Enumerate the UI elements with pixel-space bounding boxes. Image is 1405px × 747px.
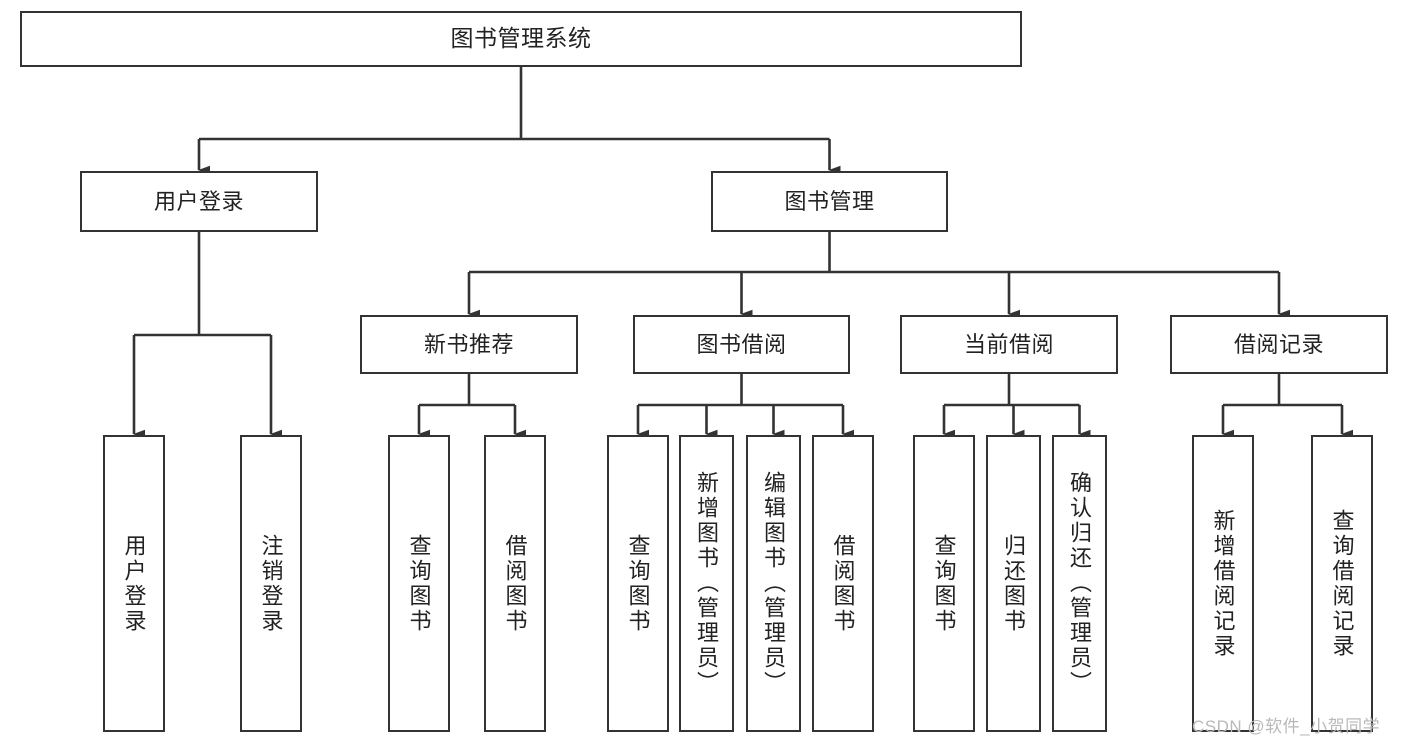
leaf-query-book-3-label: 查询图书 xyxy=(931,533,957,634)
leaf-add-book[interactable]: 新增图书（管理员） xyxy=(679,435,734,732)
leaf-query-borrow-record-label: 查询借阅记录 xyxy=(1329,508,1355,659)
leaf-user-login[interactable]: 用户登录 xyxy=(103,435,165,732)
leaf-query-borrow-record[interactable]: 查询借阅记录 xyxy=(1311,435,1373,732)
leaf-edit-book[interactable]: 编辑图书（管理员） xyxy=(746,435,801,732)
leaf-borrow-book-1[interactable]: 借阅图书 xyxy=(484,435,546,732)
node-current-borrow[interactable]: 当前借阅 xyxy=(900,315,1118,374)
node-book-borrow-label: 图书借阅 xyxy=(696,331,787,357)
node-book-manage[interactable]: 图书管理 xyxy=(711,171,948,232)
leaf-confirm-return-label: 确认归还（管理员） xyxy=(1067,471,1093,696)
node-borrow-record-label: 借阅记录 xyxy=(1233,331,1324,357)
node-book-manage-label: 图书管理 xyxy=(784,188,875,214)
leaf-add-book-label: 新增图书（管理员） xyxy=(694,471,720,696)
node-new-book-recommend-label: 新书推荐 xyxy=(423,331,514,357)
node-new-book-recommend[interactable]: 新书推荐 xyxy=(360,315,578,374)
leaf-logout-label: 注销登录 xyxy=(258,533,284,634)
leaf-add-borrow-record[interactable]: 新增借阅记录 xyxy=(1192,435,1254,732)
leaf-return-book[interactable]: 归还图书 xyxy=(986,435,1041,732)
leaf-query-book-1[interactable]: 查询图书 xyxy=(388,435,450,732)
leaf-borrow-book-2-label: 借阅图书 xyxy=(830,533,856,634)
leaf-borrow-book-2[interactable]: 借阅图书 xyxy=(812,435,874,732)
leaf-logout[interactable]: 注销登录 xyxy=(240,435,302,732)
node-user-login[interactable]: 用户登录 xyxy=(80,171,318,232)
leaf-query-book-2-label: 查询图书 xyxy=(625,533,651,634)
node-current-borrow-label: 当前借阅 xyxy=(963,331,1054,357)
leaf-add-borrow-record-label: 新增借阅记录 xyxy=(1210,508,1236,659)
leaf-return-book-label: 归还图书 xyxy=(1001,533,1027,634)
node-user-login-label: 用户登录 xyxy=(153,188,244,214)
node-borrow-record[interactable]: 借阅记录 xyxy=(1170,315,1388,374)
leaf-query-book-1-label: 查询图书 xyxy=(406,533,432,634)
leaf-query-book-2[interactable]: 查询图书 xyxy=(607,435,669,732)
leaf-user-login-label: 用户登录 xyxy=(121,533,147,634)
leaf-edit-book-label: 编辑图书（管理员） xyxy=(761,471,787,696)
node-root-label: 图书管理系统 xyxy=(450,25,592,52)
node-root[interactable]: 图书管理系统 xyxy=(20,11,1022,67)
leaf-borrow-book-1-label: 借阅图书 xyxy=(502,533,528,634)
leaf-query-book-3[interactable]: 查询图书 xyxy=(913,435,975,732)
leaf-confirm-return[interactable]: 确认归还（管理员） xyxy=(1052,435,1107,732)
node-book-borrow[interactable]: 图书借阅 xyxy=(633,315,850,374)
csdn-watermark: CSDN @软件_小贺同学 xyxy=(1192,717,1381,736)
